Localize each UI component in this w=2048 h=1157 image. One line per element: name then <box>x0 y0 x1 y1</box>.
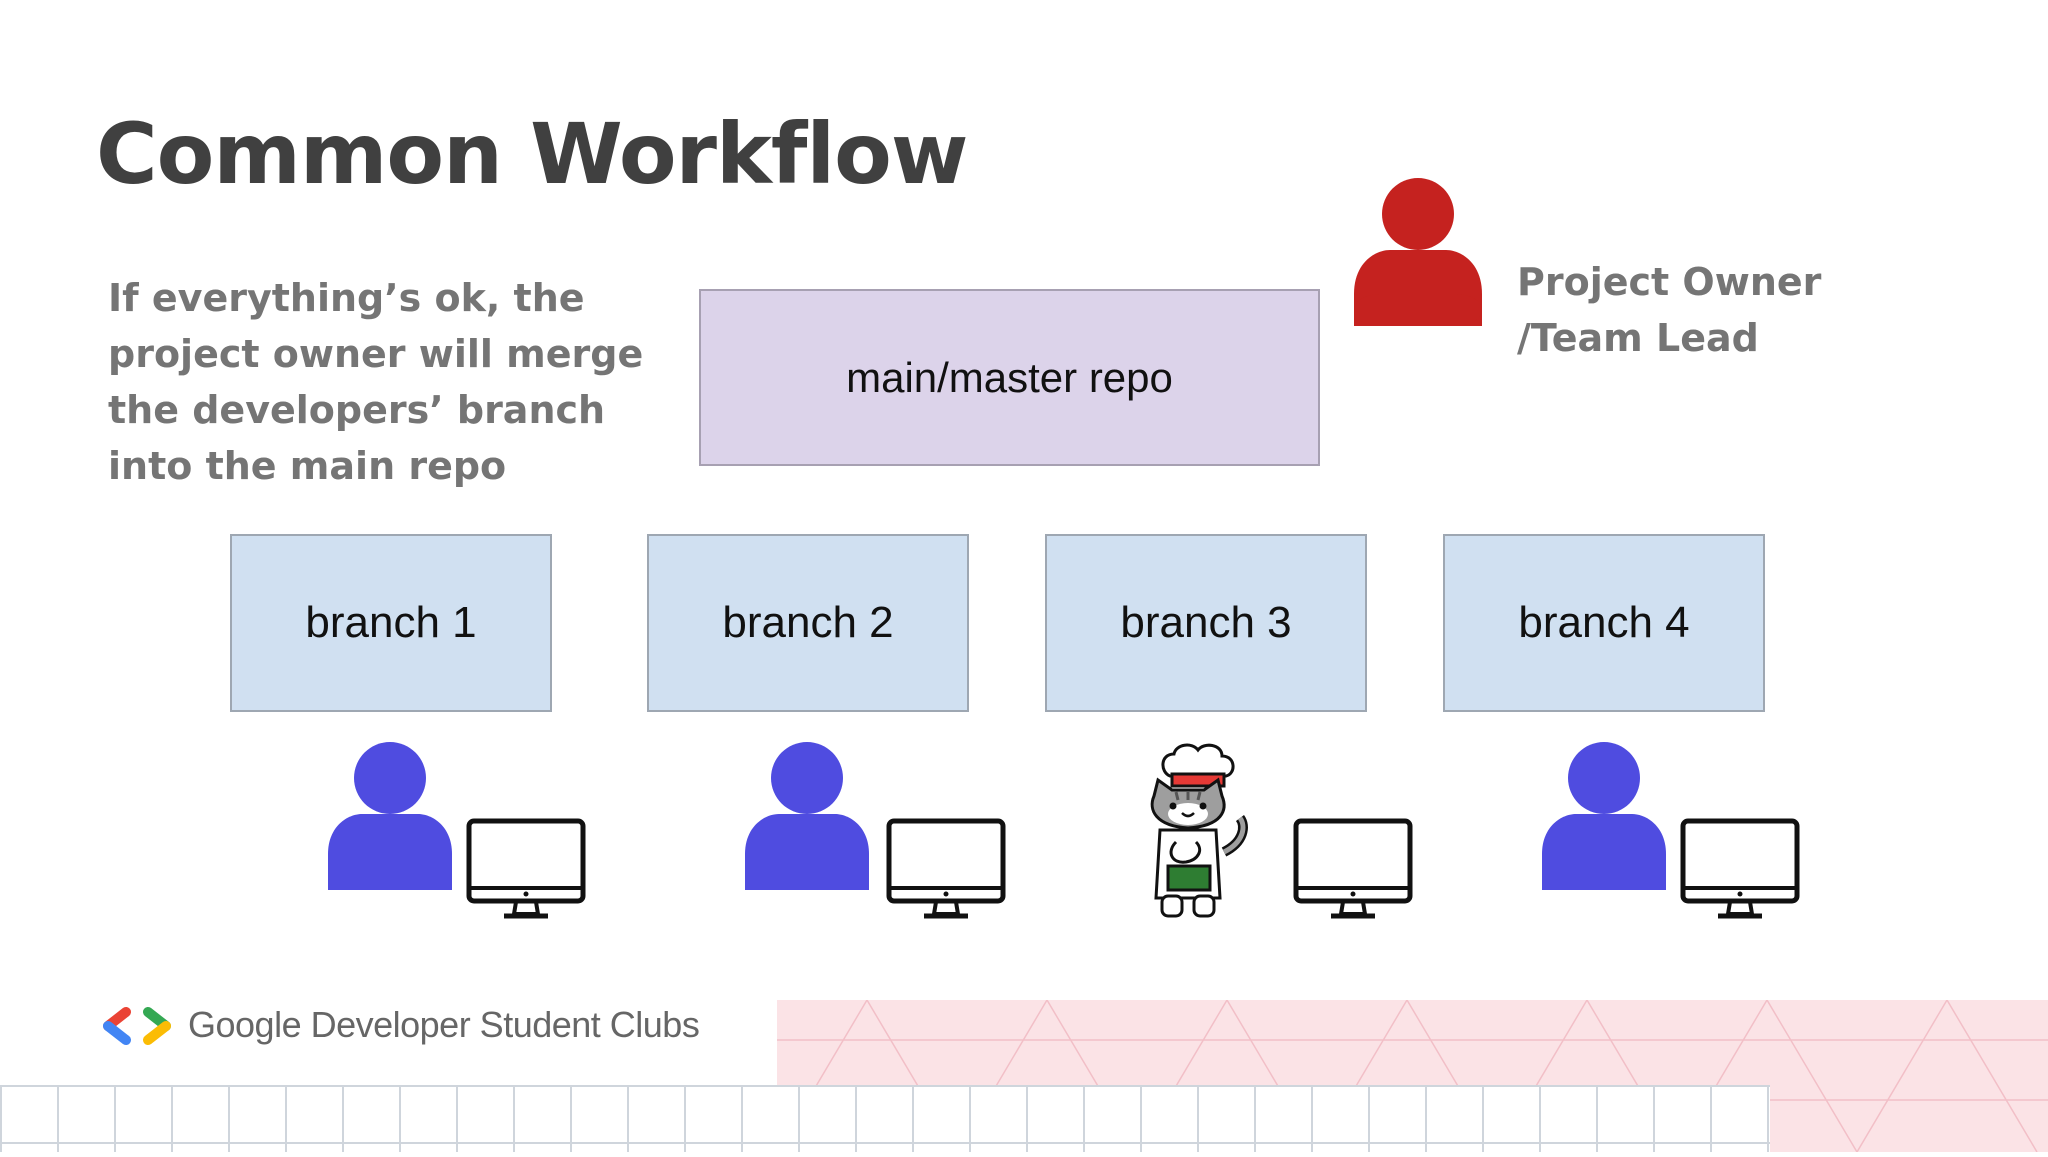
branch-box-4: branch 4 <box>1443 534 1765 712</box>
owner-label: Project Owner /Team Lead <box>1517 260 1822 360</box>
monitor-icon <box>1680 818 1800 919</box>
developer-person-icon <box>328 742 452 890</box>
gdsc-logo-icon <box>103 1007 171 1045</box>
slide-description: If everything’s ok, the project owner wi… <box>108 276 644 488</box>
branch-label: branch 3 <box>1120 598 1292 647</box>
branch-box-1: branch 1 <box>230 534 552 712</box>
owner-person-icon <box>1354 178 1482 326</box>
main-repo-box: main/master repo <box>699 289 1320 466</box>
monitor-icon <box>1293 818 1413 919</box>
branch-label: branch 1 <box>305 598 477 647</box>
branch-box-3: branch 3 <box>1045 534 1367 712</box>
branch-box-2: branch 2 <box>647 534 969 712</box>
monitor-icon <box>886 818 1006 919</box>
monitor-icon <box>466 818 586 919</box>
slide-title: Common Workflow <box>96 105 968 203</box>
branch-label: branch 2 <box>722 598 894 647</box>
branch-label: branch 4 <box>1518 598 1690 647</box>
main-repo-label: main/master repo <box>846 353 1173 401</box>
developer-person-icon <box>745 742 869 890</box>
chef-cat-illustration <box>1150 743 1248 918</box>
developer-person-icon <box>1542 742 1666 890</box>
footer-brand-text: Google Developer Student Clubs <box>188 1004 700 1045</box>
footer-grid-strip <box>0 1085 1770 1152</box>
